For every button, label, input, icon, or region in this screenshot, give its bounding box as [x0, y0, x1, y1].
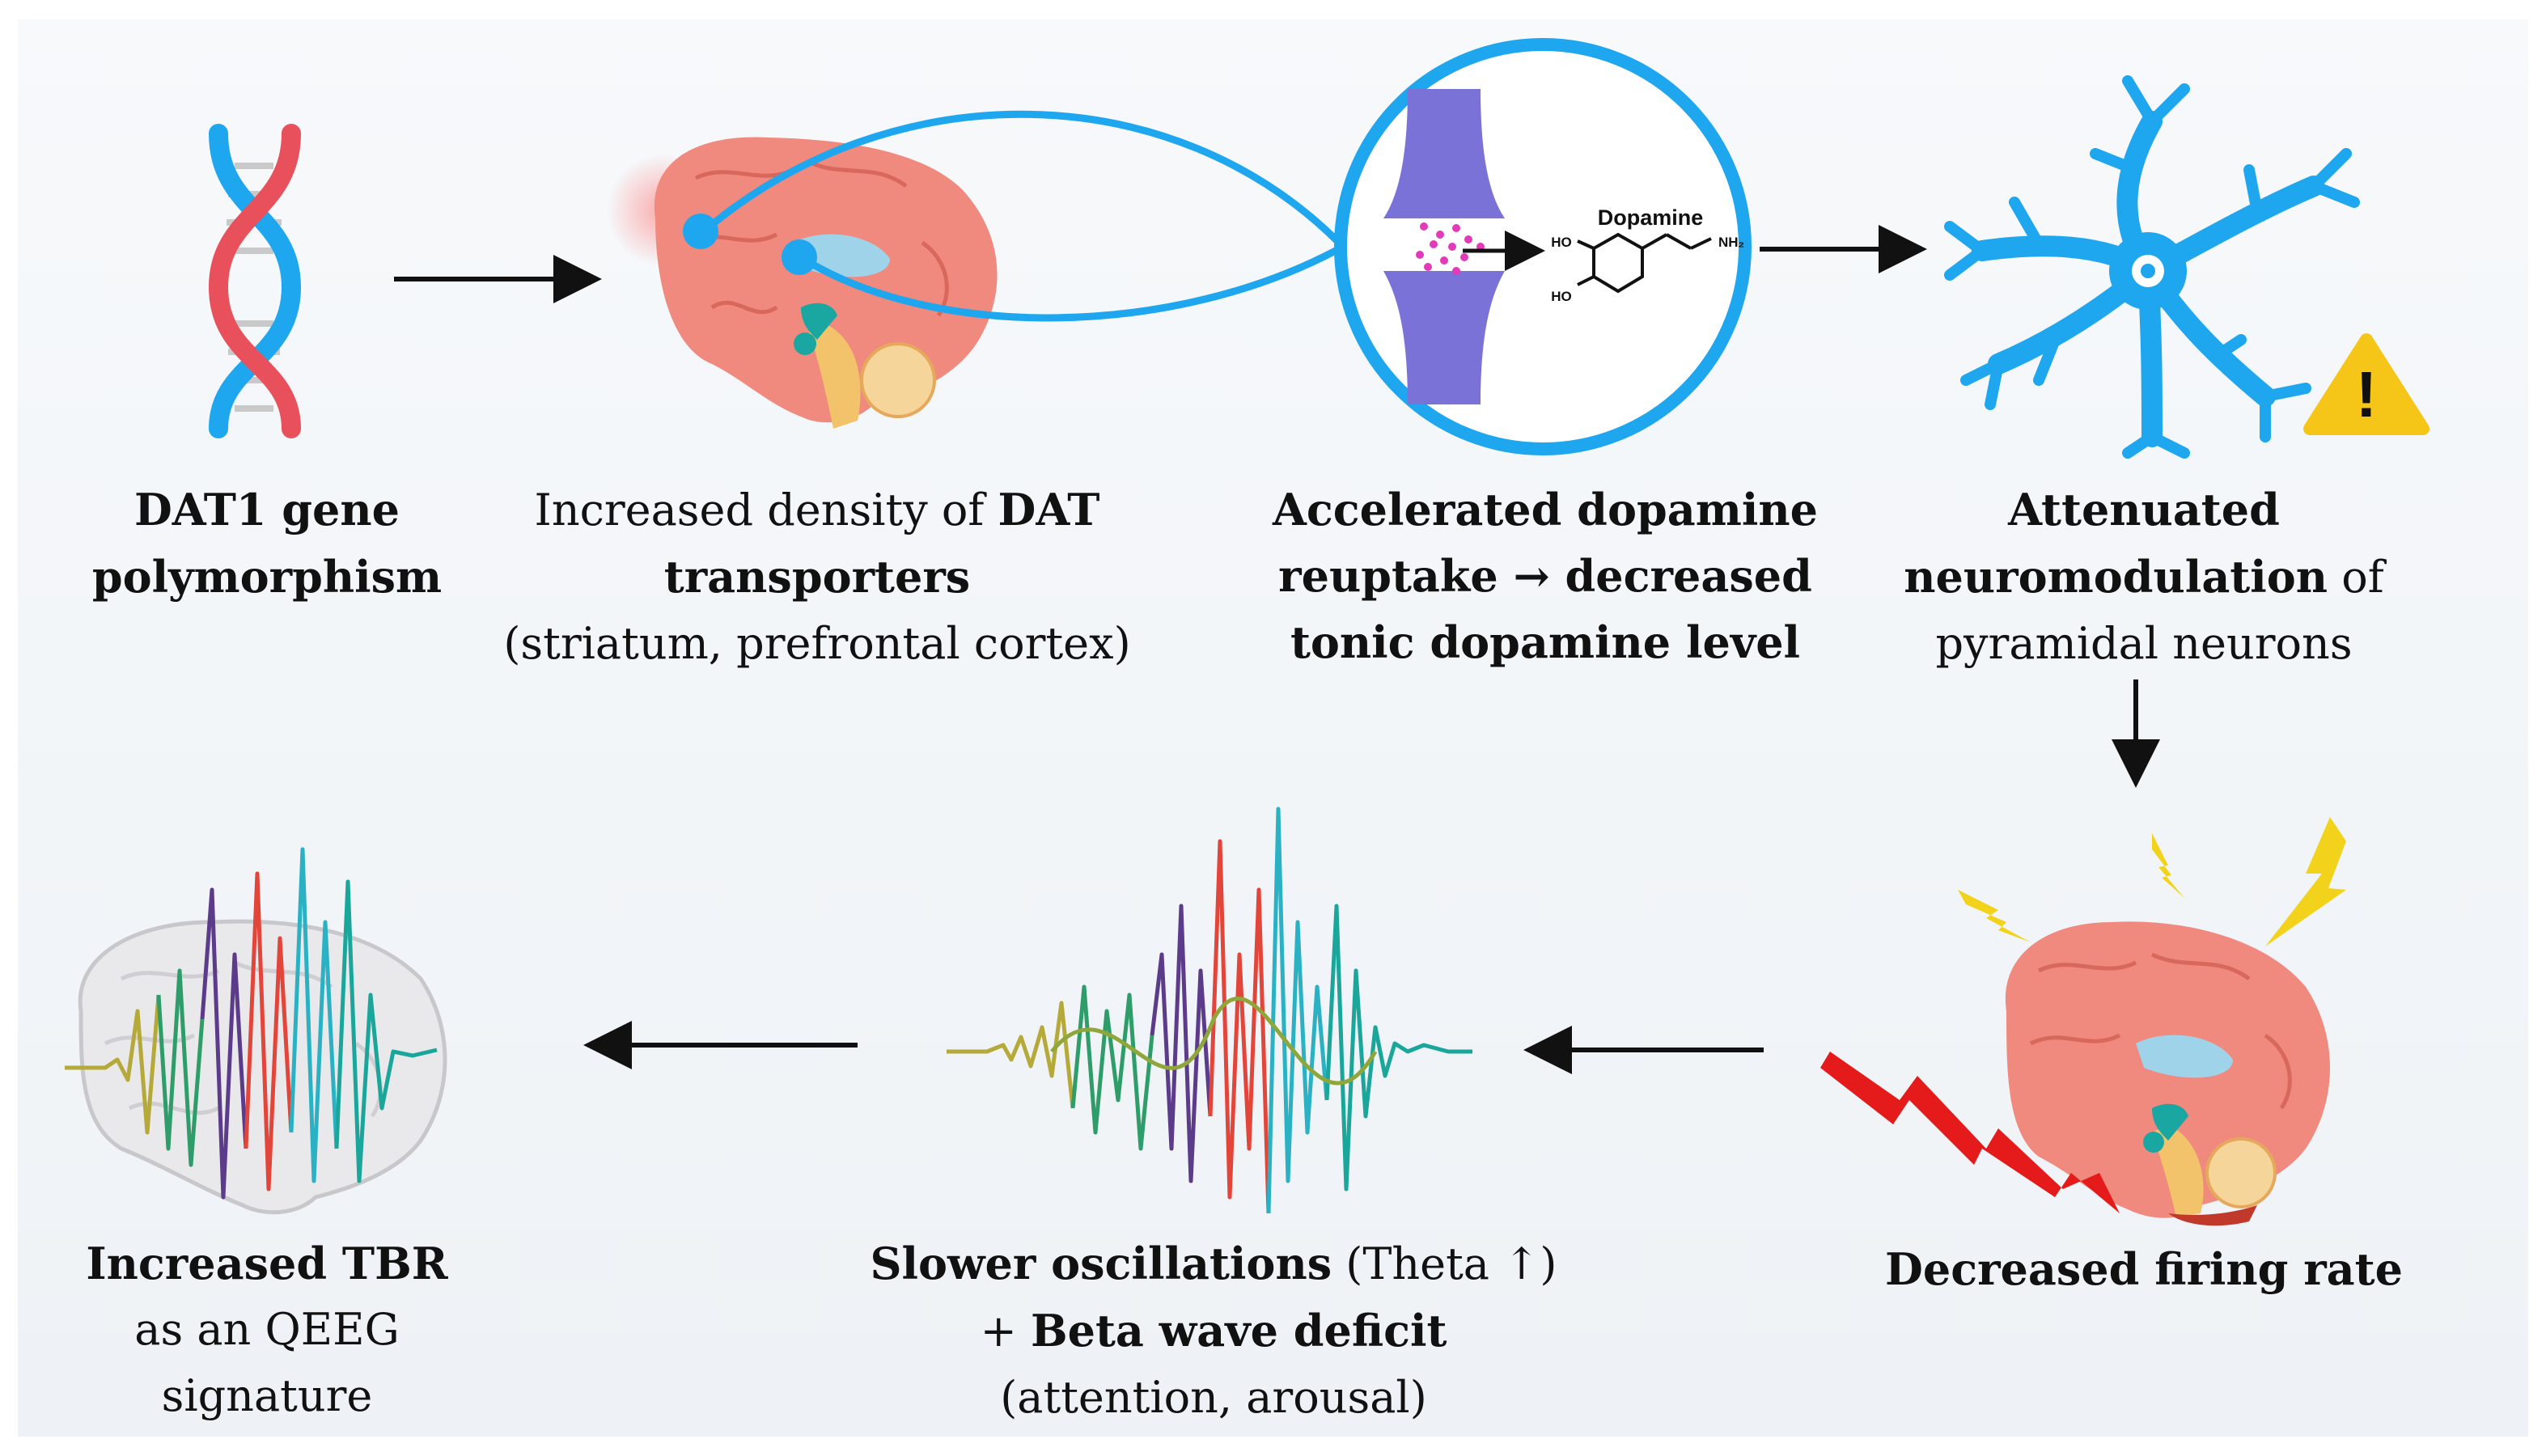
- dat1-subtitle: polymorphism: [91, 551, 443, 603]
- caption-dat1: DAT1 gene polymorphism: [49, 476, 485, 611]
- flow-arrows: [394, 225, 2160, 1074]
- caption-tbr: Increased TBR as an QEEG signature: [24, 1230, 510, 1429]
- reuptake-line-3: tonic dopamine level: [1290, 616, 1801, 668]
- postsynaptic-terminal: [1383, 271, 1505, 404]
- striatum-dot: [683, 214, 718, 249]
- dat1-title: DAT1 gene: [133, 484, 400, 535]
- neuromod-bold: neuromodulation: [1904, 551, 2328, 603]
- brain-dat-icon: [607, 137, 998, 429]
- hydroxyl-label-2: HO: [1551, 289, 1572, 304]
- neuromod-target: pyramidal neurons: [1935, 618, 2353, 669]
- oscill-title: Slower oscillations: [870, 1238, 1332, 1289]
- dna-helix-icon: [208, 124, 302, 438]
- caption-firing-rate: Decreased firing rate: [1828, 1236, 2459, 1302]
- lightning-bolt-icons: [1958, 817, 2346, 946]
- caption-dat-density: Increased density of DAT transporters (s…: [502, 476, 1133, 677]
- density-transporters: transporters: [663, 551, 971, 603]
- synapse-zoom-circle: Dopamine HO HO NH₂: [1334, 38, 1752, 455]
- reuptake-line-1: Accelerated dopamine: [1273, 484, 1818, 535]
- cortex-dot: [782, 239, 817, 275]
- firing-title: Decreased firing rate: [1885, 1243, 2403, 1295]
- oscill-plus: +: [980, 1306, 1031, 1357]
- density-regions: (striatum, prefrontal cortex): [503, 618, 1131, 669]
- dopamine-molecule: [1577, 232, 1712, 294]
- density-prefix: Increased density of: [534, 485, 998, 535]
- dopamine-label: Dopamine: [1598, 205, 1704, 230]
- callout-lines: [701, 110, 1346, 322]
- warning-symbol: !: [2356, 358, 2378, 430]
- oscill-context: (attention, arousal): [1000, 1372, 1427, 1423]
- amine-label: NH₂: [1718, 235, 1744, 250]
- red-decline-arrow-icon: [1820, 1052, 2120, 1213]
- caption-neuromodulation: Attenuated neuromodulation of pyramidal …: [1845, 476, 2443, 677]
- presynaptic-terminal: [1383, 89, 1505, 218]
- hydroxyl-label-1: HO: [1551, 235, 1572, 250]
- tbr-subtitle: as an QEEG signature: [134, 1304, 400, 1421]
- oscill-theta: (Theta ↑): [1332, 1238, 1557, 1289]
- density-dat: DAT: [998, 484, 1100, 535]
- neuromod-title: Attenuated: [2008, 484, 2280, 535]
- oscill-beta: Beta wave deficit: [1030, 1305, 1447, 1357]
- caption-oscillations: Slower oscillations (Theta ↑) + Beta wav…: [841, 1230, 1586, 1431]
- eeg-waveform-icon: [947, 806, 1472, 1214]
- brain-eeg-icon: [65, 847, 447, 1215]
- pyramidal-neuron-icon: [1944, 75, 2360, 459]
- caption-reuptake: Accelerated dopamine reuptake → decrease…: [1230, 476, 1861, 675]
- neuromod-of: of: [2328, 552, 2384, 603]
- reuptake-line-2: reuptake → decreased: [1278, 550, 1812, 602]
- tbr-title: Increased TBR: [86, 1238, 448, 1289]
- brain-firing-icon: [2005, 921, 2330, 1226]
- warning-icon: !: [2303, 333, 2430, 435]
